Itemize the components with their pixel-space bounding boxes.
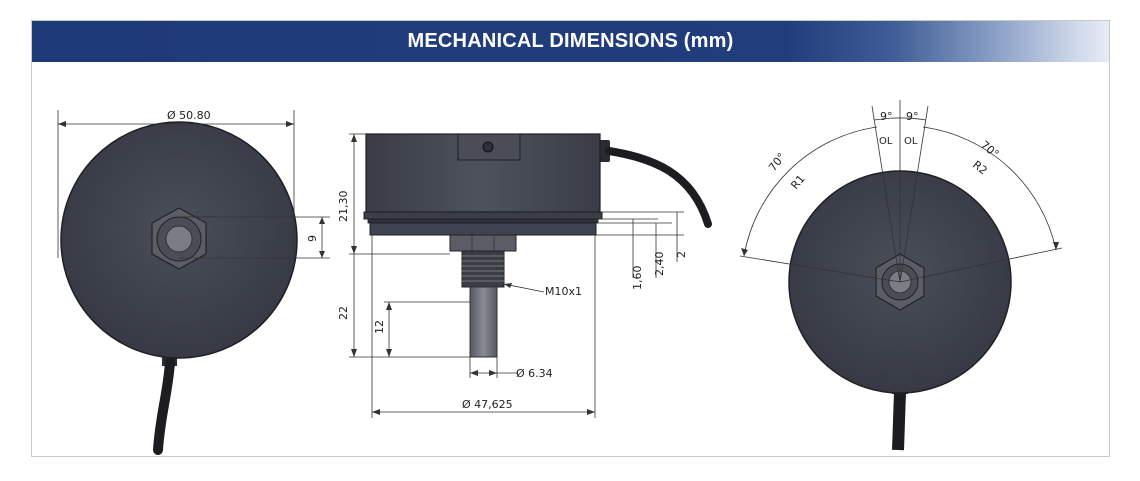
side-dim-2-40: 2,40 bbox=[653, 252, 666, 277]
rear-angle-left-label: 9° bbox=[880, 110, 893, 123]
rear-view: 9° 9° OL OL 70° R1 70° R2 bbox=[739, 100, 1063, 451]
side-nut bbox=[449, 234, 517, 252]
side-shaft-diameter-label: Ø 6.34 bbox=[516, 367, 553, 380]
rear-angle-right-label: 9° bbox=[906, 110, 919, 123]
side-shaft-length-label: 12 bbox=[373, 320, 386, 334]
front-cable bbox=[153, 357, 175, 455]
rear-arc-right-label: 70° bbox=[978, 138, 1001, 160]
front-diameter-label: Ø 50.80 bbox=[167, 109, 211, 122]
side-height-label: 21,30 bbox=[337, 191, 350, 223]
rear-r1-label: R1 bbox=[788, 172, 807, 192]
side-cable bbox=[605, 147, 712, 228]
section-banner: MECHANICAL DIMENSIONS (mm) bbox=[32, 21, 1109, 62]
rear-ol-right-label: OL bbox=[904, 136, 918, 147]
side-view: 21,30 22 12 M10x1 Ø 6.34 bbox=[337, 133, 712, 418]
rear-cable bbox=[892, 391, 906, 451]
drawing-frame: MECHANICAL DIMENSIONS (mm) bbox=[31, 20, 1110, 457]
side-base-diameter-label: Ø 47,625 bbox=[462, 398, 513, 411]
front-shaft bbox=[165, 225, 193, 253]
side-dim-2: 2 bbox=[675, 251, 688, 258]
side-base bbox=[369, 222, 597, 236]
rear-ol-left-label: OL bbox=[879, 136, 893, 147]
rear-r2-label: R2 bbox=[970, 158, 990, 177]
side-dim-1-60: 1,60 bbox=[631, 266, 644, 291]
side-groove-1 bbox=[363, 211, 603, 220]
rear-arc-left-label: 70° bbox=[766, 150, 788, 173]
side-thread-label: M10x1 bbox=[545, 285, 582, 298]
side-shaft bbox=[469, 286, 498, 358]
side-screw-icon bbox=[482, 141, 494, 153]
front-offset-label: 9 bbox=[306, 235, 319, 242]
section-title: MECHANICAL DIMENSIONS (mm) bbox=[407, 30, 734, 52]
side-depth-label: 22 bbox=[337, 306, 350, 320]
side-cable-gland bbox=[598, 140, 610, 162]
front-view: Ø 50.80 9 bbox=[57, 109, 330, 455]
side-groove-2 bbox=[367, 218, 599, 224]
technical-drawing: Ø 50.80 9 bbox=[57, 100, 1063, 455]
